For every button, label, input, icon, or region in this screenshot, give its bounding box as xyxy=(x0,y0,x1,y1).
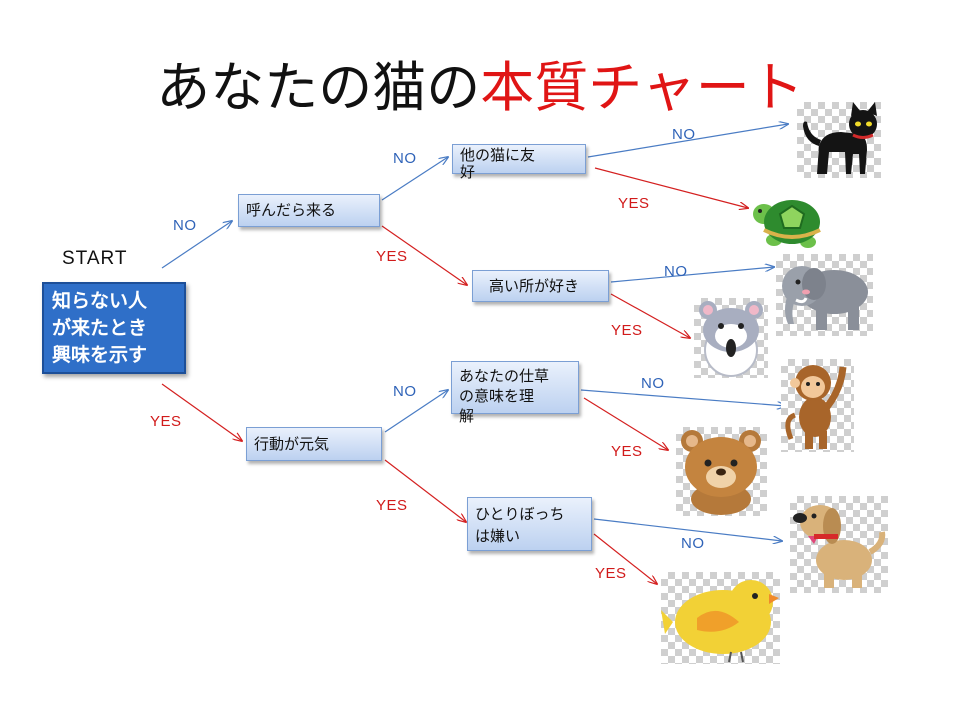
arrow-call-yes xyxy=(381,225,467,285)
bear-image xyxy=(676,427,767,516)
arrow-friendly-yes xyxy=(594,167,748,208)
label-start-no: NO xyxy=(173,217,197,234)
label-call-yes: YES xyxy=(376,248,408,265)
arrow-friendly-no xyxy=(587,124,788,158)
black-cat-icon xyxy=(803,102,877,174)
question-call: 呼んだら来る xyxy=(238,194,380,227)
label-high-no: NO xyxy=(664,263,688,280)
black-cat-image xyxy=(797,102,881,178)
monkey-icon xyxy=(785,365,847,449)
hamster-icon xyxy=(699,301,763,377)
arrow-active-no xyxy=(384,390,448,433)
question-lonely: ひとりぼっち は嫌い xyxy=(467,497,592,551)
bird-image xyxy=(661,572,780,664)
label-call-no: NO xyxy=(393,150,417,167)
arrow-understand-no xyxy=(580,389,786,406)
arrow-high-no xyxy=(610,267,774,283)
monkey-image xyxy=(781,359,854,452)
label-understand-yes: YES xyxy=(611,443,643,460)
title-accent: 本質チャート xyxy=(480,56,804,119)
arrow-lonely-yes xyxy=(593,533,657,584)
label-active-yes: YES xyxy=(376,497,408,514)
bear-icon xyxy=(681,430,761,515)
label-friendly-no: NO xyxy=(672,126,696,143)
turtle-image xyxy=(750,192,828,252)
dog-icon xyxy=(793,505,886,588)
question-understand: あなたの仕草 の意味を理 解 xyxy=(451,361,579,425)
dog-image xyxy=(790,496,888,593)
arrow-understand-yes xyxy=(583,397,668,450)
arrow-high-yes xyxy=(610,293,690,338)
title-main: あなたの猫の xyxy=(156,56,481,119)
page-title: あなたの猫の本質チャート xyxy=(0,52,960,124)
label-active-no: NO xyxy=(393,383,417,400)
elephant-image xyxy=(776,254,873,336)
start-label: START xyxy=(62,248,128,269)
label-lonely-no: NO xyxy=(681,535,705,552)
question-friendly: 他の猫に友 好 xyxy=(452,144,586,181)
label-friendly-yes: YES xyxy=(618,195,650,212)
arrow-active-yes xyxy=(384,459,466,522)
turtle-icon xyxy=(753,200,821,248)
question-active: 行動が元気 xyxy=(246,427,382,461)
start-question-box: 知らない人 が来たとき 興味を示す xyxy=(42,282,186,374)
label-start-yes: YES xyxy=(150,413,182,430)
label-high-yes: YES xyxy=(611,322,643,339)
hamster-image xyxy=(694,298,768,378)
arrow-call-no xyxy=(381,157,448,201)
label-lonely-yes: YES xyxy=(595,565,627,582)
arrow-start-no xyxy=(161,221,232,269)
label-understand-no: NO xyxy=(641,375,665,392)
elephant-icon xyxy=(782,266,868,330)
arrow-lonely-no xyxy=(593,518,782,541)
arrow-start-yes xyxy=(161,383,242,441)
bird-icon xyxy=(661,580,779,663)
question-high: 高い所が好き xyxy=(472,270,609,302)
